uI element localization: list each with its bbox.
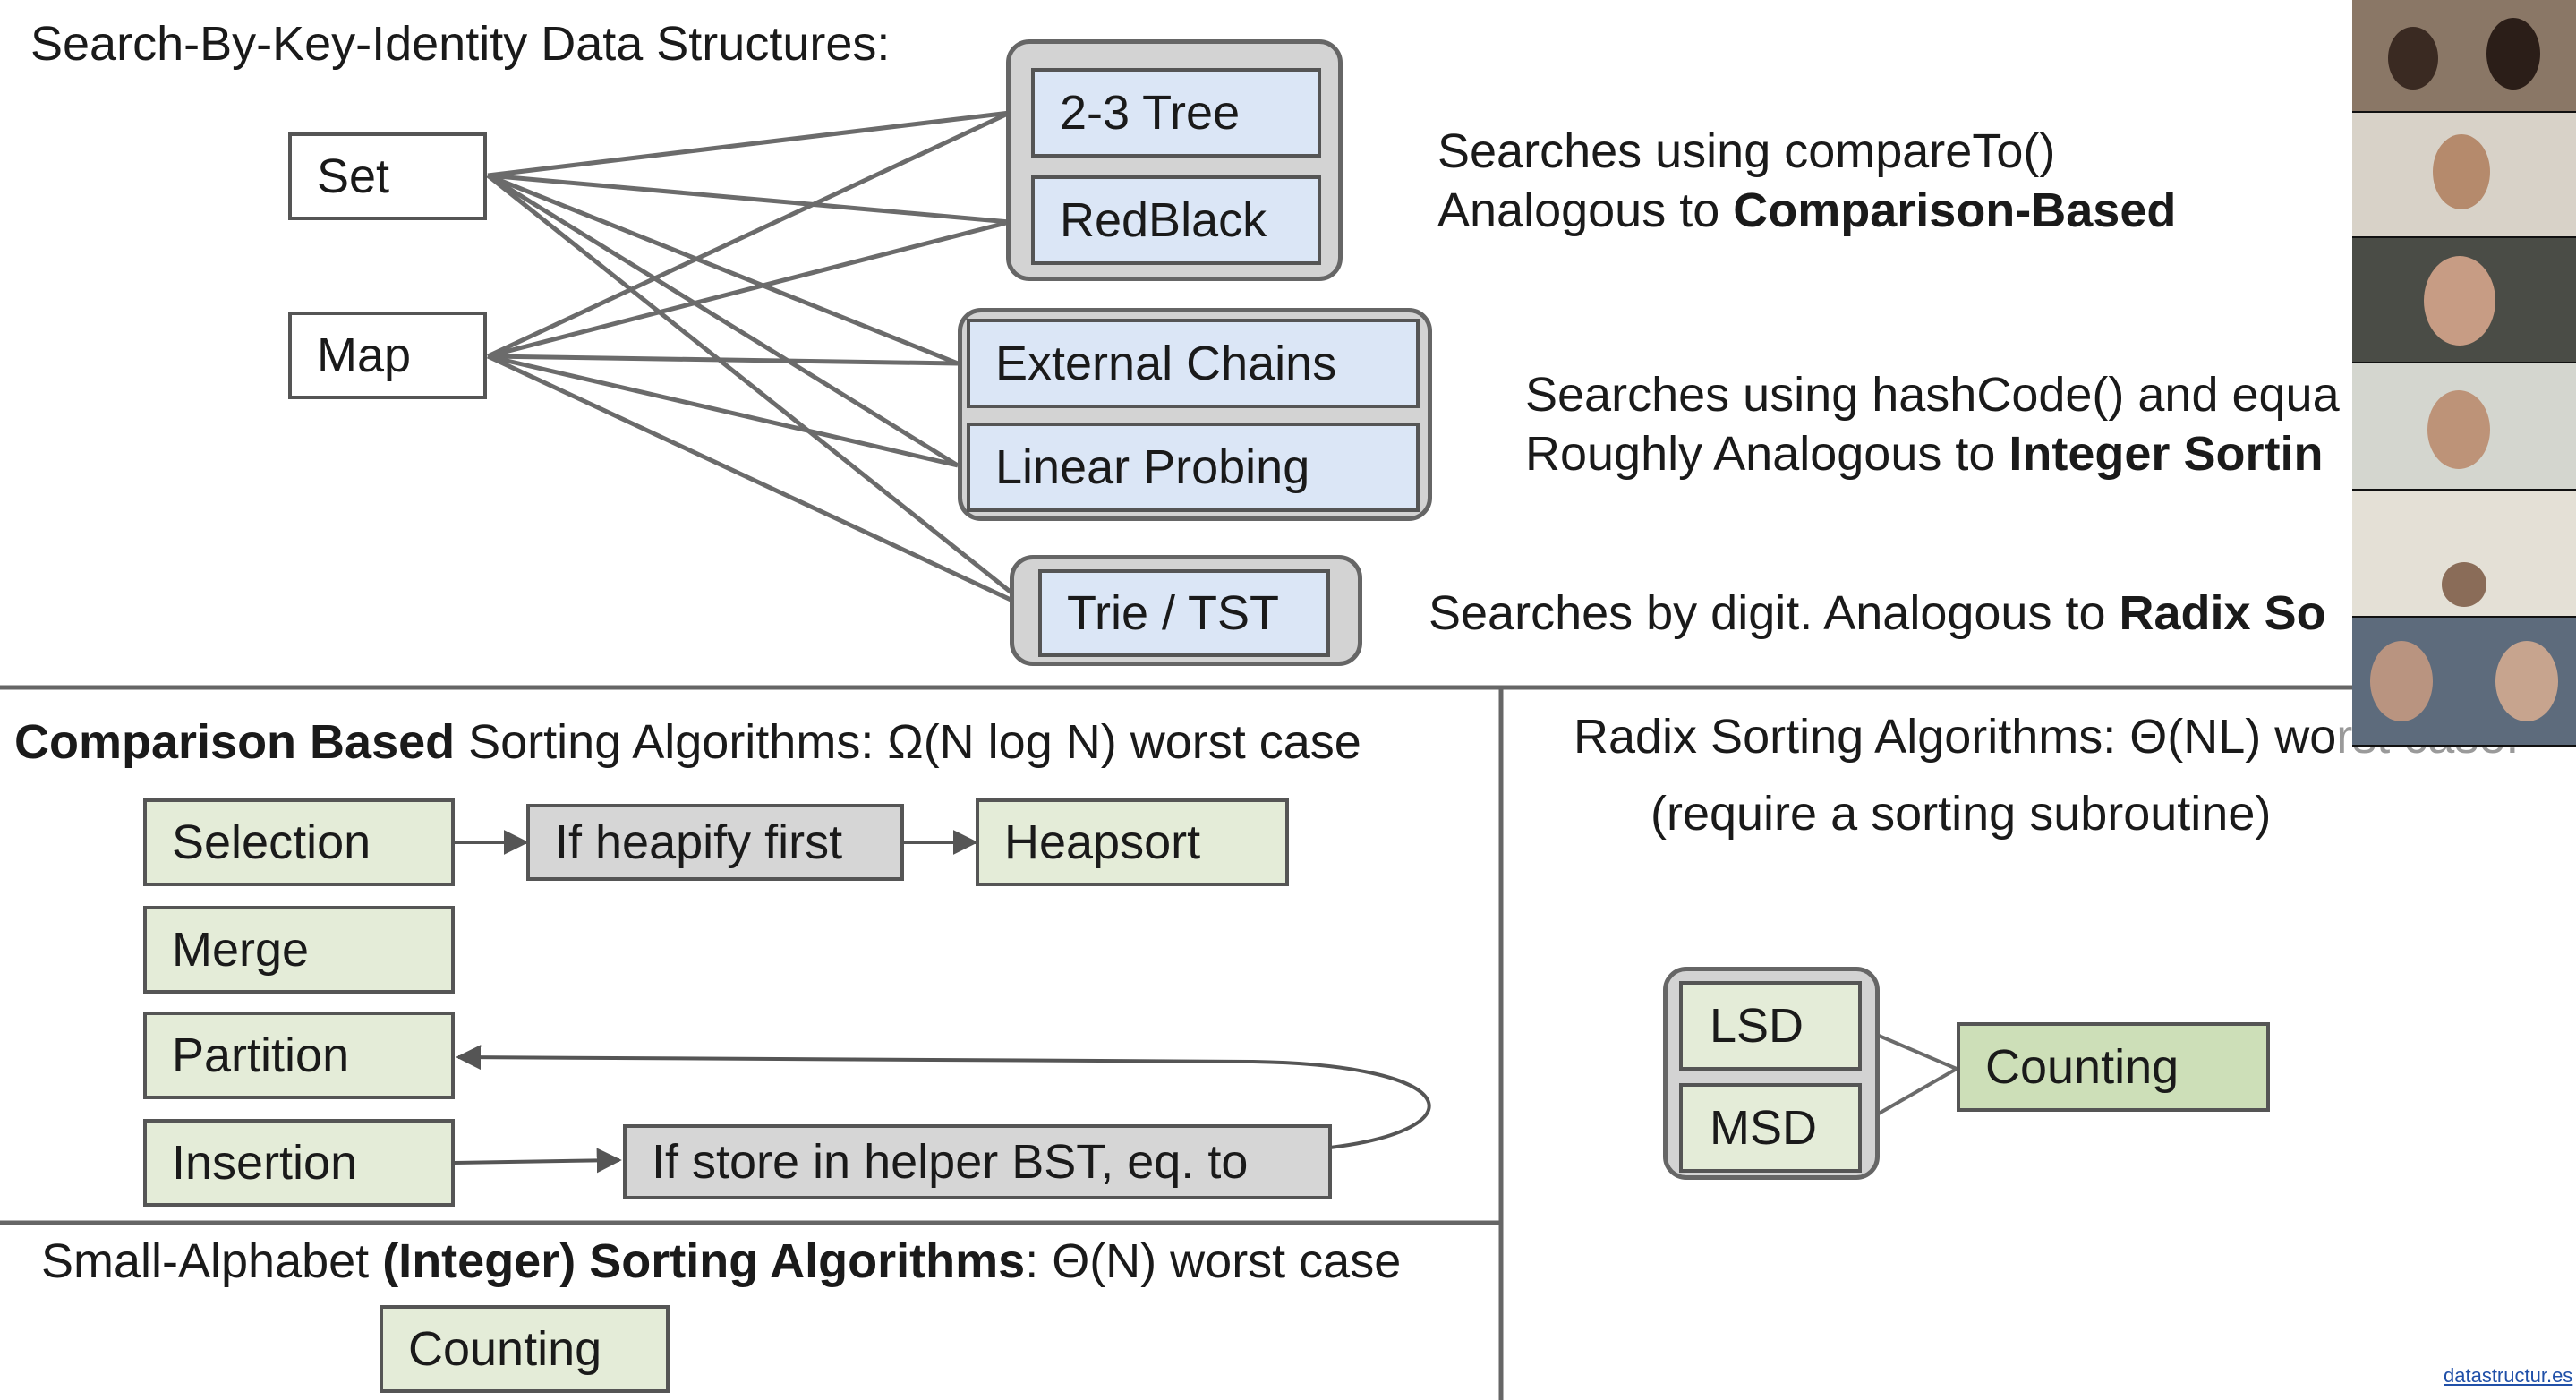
counting-node-radix: Counting xyxy=(1957,1022,2270,1112)
arrow-insertion-helper xyxy=(454,1148,622,1174)
note-compare-line1: Searches using compareTo() xyxy=(1437,124,2056,178)
heapify-node: If heapify first xyxy=(526,804,904,881)
set-node: Set xyxy=(288,132,487,220)
note-compare-line2: Analogous to Comparison-Based xyxy=(1437,186,2176,235)
participant-avatar xyxy=(2424,256,2495,346)
lsd-node: LSD xyxy=(1679,981,1862,1071)
webcam-tile-4 xyxy=(2352,363,2576,491)
msd-label: MSD xyxy=(1710,1101,1817,1155)
edge-map-external-chains xyxy=(487,354,959,366)
external-chains-label: External Chains xyxy=(995,337,1337,390)
merge-node: Merge xyxy=(143,906,455,994)
edge-map-linear-probing xyxy=(487,354,959,468)
trie-node: Trie / TST xyxy=(1038,569,1330,657)
counting-node-small: Counting xyxy=(380,1305,670,1393)
note-hash-line1: Searches using hashCode() and equa xyxy=(1525,368,2340,422)
redblack-label: RedBlack xyxy=(1060,193,1267,247)
participant-avatar xyxy=(2433,134,2490,209)
lsd-label: LSD xyxy=(1710,999,1804,1053)
small-alphabet-bold: (Integer) Sorting Algorithms xyxy=(382,1234,1026,1288)
note-hash-line2: Roughly Analogous to Integer Sortin xyxy=(1525,430,2323,478)
counting-label-small: Counting xyxy=(408,1322,602,1376)
edge-set-external-chains xyxy=(487,173,959,366)
comparison-title: Comparison Based Sorting Algorithms: Ω(N… xyxy=(14,718,1361,766)
webcam-tile-5 xyxy=(2352,491,2576,618)
heapsort-node: Heapsort xyxy=(976,798,1289,886)
radix-title-main: Radix Sorting Algorithms: Θ(NL) wo xyxy=(1574,710,2337,764)
msd-node: MSD xyxy=(1679,1083,1862,1173)
heapify-label: If heapify first xyxy=(555,815,843,869)
edge-map-2-3-tree xyxy=(486,110,1011,359)
edge-set-linear-probing xyxy=(486,173,960,468)
linear-probing-label: Linear Probing xyxy=(995,440,1310,494)
selection-label: Selection xyxy=(172,815,371,869)
small-alphabet-title: Small-Alphabet (Integer) Sorting Algorit… xyxy=(41,1237,1401,1285)
small-alphabet-prefix: Small-Alphabet xyxy=(41,1234,383,1288)
insertion-label: Insertion xyxy=(172,1136,358,1190)
insertion-node: Insertion xyxy=(143,1119,455,1207)
note-hash-prefix: Roughly Analogous to xyxy=(1525,427,2009,481)
note-compare-prefix: Analogous to xyxy=(1437,184,1734,237)
webcam-tile-6 xyxy=(2352,618,2576,747)
counting-label-radix: Counting xyxy=(1985,1040,2179,1094)
note-digit-prefix: Searches by digit. Analogous to xyxy=(1429,586,2120,640)
edge-map-trie xyxy=(486,354,1036,613)
webcam-tile-1 xyxy=(2352,0,2576,113)
participant-avatar xyxy=(2486,18,2540,90)
participant-avatar xyxy=(2442,562,2486,607)
partition-node: Partition xyxy=(143,1012,455,1099)
trie-label: Trie / TST xyxy=(1067,586,1280,640)
tree-2-3-label: 2-3 Tree xyxy=(1060,86,1241,140)
site-watermark[interactable]: datastructur.es xyxy=(2444,1364,2573,1387)
redblack-node: RedBlack xyxy=(1031,175,1321,265)
set-label: Set xyxy=(317,149,390,203)
comparison-title-rest: Sorting Algorithms: Ω(N log N) worst cas… xyxy=(455,715,1361,769)
small-alphabet-rest: : Θ(N) worst case xyxy=(1025,1234,1402,1288)
note-digit: Searches by digit. Analogous to Radix So xyxy=(1429,589,2326,637)
linear-probing-node: Linear Probing xyxy=(967,423,1420,512)
webcam-strip xyxy=(2352,0,2576,747)
map-node: Map xyxy=(288,312,487,399)
edge-set-trie xyxy=(486,174,1036,612)
helper-bst-node: If store in helper BST, eq. to xyxy=(623,1124,1332,1199)
edge-set-redblack xyxy=(487,173,1011,225)
tree-2-3-node: 2-3 Tree xyxy=(1031,68,1321,158)
partition-label: Partition xyxy=(172,1029,350,1082)
edge-map-redblack xyxy=(487,219,1011,359)
note-compare-bold: Comparison-Based xyxy=(1733,184,2177,237)
edge-set-2-3-tree xyxy=(487,110,1011,178)
participant-avatar xyxy=(2388,27,2438,90)
page-title: Search-By-Key-Identity Data Structures: xyxy=(30,17,891,71)
map-label: Map xyxy=(317,329,412,382)
note-hash-bold: Integer Sortin xyxy=(2009,427,2324,481)
merge-label: Merge xyxy=(172,923,310,977)
helper-bst-label: If store in helper BST, eq. to xyxy=(652,1135,1249,1189)
radix-subtitle: (require a sorting subroutine) xyxy=(1651,787,2272,841)
comparison-title-bold: Comparison Based xyxy=(14,715,456,769)
participant-avatar xyxy=(2427,390,2490,469)
arrow-helper-partition xyxy=(456,1045,1431,1149)
webcam-tile-2 xyxy=(2352,113,2576,238)
webcam-tile-3 xyxy=(2352,238,2576,363)
heapsort-label: Heapsort xyxy=(1004,815,1201,869)
participant-avatar xyxy=(2495,641,2558,721)
external-chains-node: External Chains xyxy=(967,319,1420,408)
participant-avatar xyxy=(2370,641,2433,721)
selection-node: Selection xyxy=(143,798,455,886)
note-digit-bold: Radix So xyxy=(2119,586,2326,640)
